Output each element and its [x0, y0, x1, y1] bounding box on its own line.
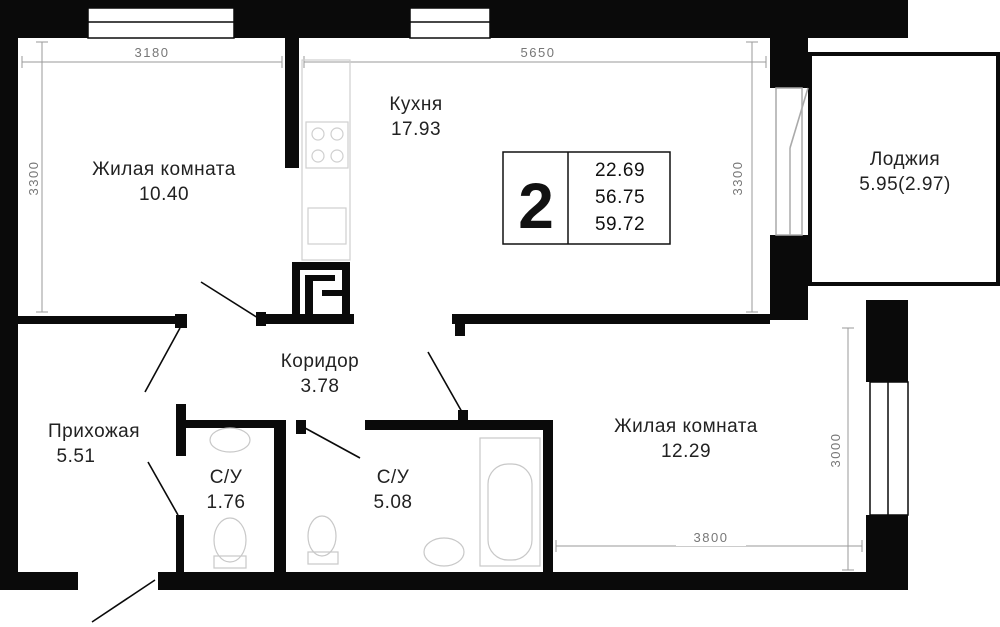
room-name: С/У — [377, 467, 410, 488]
room-area: 3.78 — [301, 376, 340, 397]
total-area-value: 59.72 — [595, 214, 645, 235]
dim-kitchen-width: 5650 — [521, 45, 556, 60]
room-label-living2: Жилая комната 12.29 — [614, 416, 758, 462]
room-name: Коридор — [281, 351, 360, 372]
dim-living1-width: 3180 — [135, 45, 170, 60]
room-area: 5.08 — [374, 492, 413, 513]
room-label-bath1: С/У 1.76 — [207, 467, 246, 513]
rooms-count: 2 — [518, 170, 554, 242]
dim-living2-width: 3800 — [694, 530, 729, 545]
room-label-loggia: Лоджия 5.95(2.97) — [859, 149, 951, 195]
apartment-badge: 2 22.69 56.75 59.72 — [502, 151, 671, 245]
room-name: С/У — [210, 467, 243, 488]
living-area-value: 22.69 — [595, 160, 645, 181]
room-name: Жилая комната — [614, 416, 758, 437]
room-area: 5.95(2.97) — [859, 174, 951, 195]
dim-kitchen-height: 3300 — [730, 161, 745, 196]
room-name: Кухня — [389, 94, 442, 115]
dim-living1-height: 3300 — [26, 161, 41, 196]
room-label-hallway: Прихожая 5.51 — [48, 421, 140, 467]
walls — [0, 0, 1000, 590]
room-label-corridor: Коридор 3.78 — [281, 351, 360, 397]
dimension-lines — [21, 41, 863, 571]
room-label-living1: Жилая комната 10.40 — [92, 159, 236, 205]
room-name: Лоджия — [870, 149, 940, 170]
room-name: Прихожая — [48, 421, 140, 442]
dim-living2-height: 3000 — [828, 433, 843, 468]
room-name: Жилая комната — [92, 159, 236, 180]
doors — [91, 87, 809, 623]
room-label-bath2: С/У 5.08 — [374, 467, 413, 513]
room-area: 10.40 — [139, 184, 189, 205]
room-area: 12.29 — [661, 441, 711, 462]
windows — [78, 7, 909, 587]
room-area: 17.93 — [391, 119, 441, 140]
bath-fixtures — [209, 427, 541, 569]
dimension-labels: 3180 5650 3300 3300 3000 3800 — [26, 45, 843, 546]
kitchen-fixtures — [301, 59, 351, 261]
room-label-kitchen: Кухня 17.93 — [389, 94, 442, 140]
total-area-no-balcony-value: 56.75 — [595, 187, 645, 208]
room-area: 5.51 — [57, 446, 96, 467]
room-area: 1.76 — [207, 492, 246, 513]
